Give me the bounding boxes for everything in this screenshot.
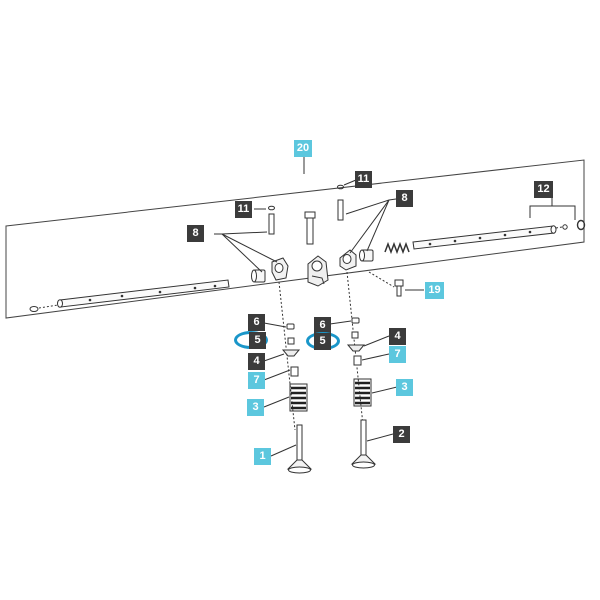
callout-7-left: 7 bbox=[248, 372, 265, 389]
left-spacer bbox=[251, 269, 266, 283]
left-rocker-arm bbox=[271, 257, 289, 281]
callout-5-left: 5 bbox=[249, 332, 266, 349]
adjusting-screw bbox=[394, 279, 404, 297]
right-rocker-shaft bbox=[412, 225, 557, 250]
shaft-spring bbox=[384, 241, 410, 255]
callout-20: 20 bbox=[294, 140, 312, 157]
callout-7-right: 7 bbox=[389, 346, 406, 363]
callout-8-right: 8 bbox=[396, 190, 413, 207]
right-valve-stack bbox=[346, 317, 377, 469]
push-rod bbox=[304, 211, 316, 245]
callout-4-right: 4 bbox=[389, 328, 406, 345]
callout-11-left: 11 bbox=[235, 201, 252, 218]
shaft-end-parts bbox=[555, 219, 586, 231]
callout-19: 19 bbox=[425, 282, 444, 299]
assembly-frame bbox=[5, 159, 585, 319]
callout-5-right: 5 bbox=[314, 333, 331, 350]
callout-8-left: 8 bbox=[187, 225, 204, 242]
callout-12: 12 bbox=[534, 181, 553, 198]
rocker-bracket bbox=[307, 255, 329, 287]
callout-11-right: 11 bbox=[355, 171, 372, 188]
right-spacer bbox=[359, 249, 374, 262]
left-valve-stack bbox=[281, 323, 313, 474]
right-rocker-arm bbox=[339, 249, 357, 271]
callout-6-left: 6 bbox=[248, 314, 265, 331]
left-rocker-shaft bbox=[57, 279, 230, 308]
left-end-plug bbox=[29, 306, 39, 312]
callout-6-right: 6 bbox=[314, 317, 331, 334]
callout-3-left: 3 bbox=[247, 399, 264, 416]
callout-1: 1 bbox=[254, 448, 271, 465]
callout-3-right: 3 bbox=[396, 379, 413, 396]
callout-4-left: 4 bbox=[248, 353, 265, 370]
left-pin bbox=[268, 205, 275, 235]
callout-2: 2 bbox=[393, 426, 410, 443]
right-pin bbox=[337, 184, 344, 221]
